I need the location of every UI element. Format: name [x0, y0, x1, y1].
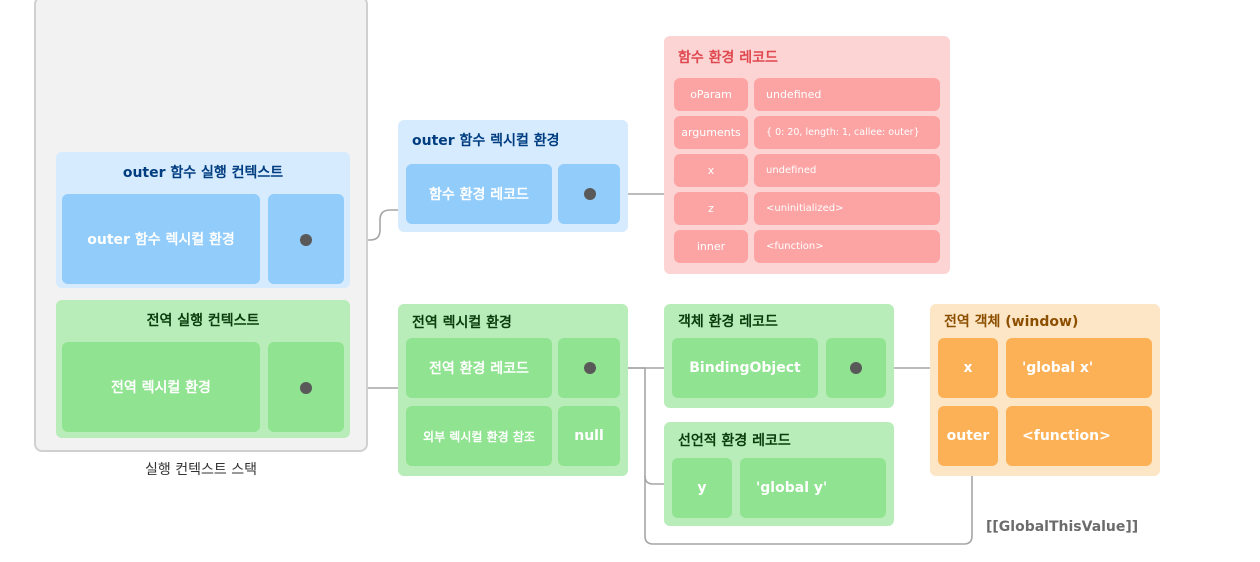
- function-record-key: inner: [674, 230, 748, 263]
- function-record-key: oParam: [674, 78, 748, 111]
- pointer-dot: [300, 382, 312, 394]
- global-lexical-environment-title: 전역 렉시컬 환경: [412, 315, 512, 331]
- declarative-environment-record-title: 선언적 환경 레코드: [678, 433, 791, 449]
- binding-object-slot: BindingObject: [672, 338, 818, 398]
- global-execution-context-title: 전역 실행 컨텍스트: [146, 313, 260, 329]
- pointer-dot: [584, 362, 596, 374]
- outer-execution-context-title: outer 함수 실행 컨텍스트: [122, 165, 284, 181]
- outer-env-reference-value: null: [558, 406, 620, 466]
- pointer-dot: [300, 234, 312, 246]
- function-record-key: x: [674, 154, 748, 187]
- outer-env-reference-slot: 외부 렉시컬 환경 참조: [406, 406, 552, 466]
- global-object-value: <function>: [1006, 406, 1152, 466]
- global-context-lexical-env-slot: 전역 렉시컬 환경: [62, 342, 260, 432]
- global-object-key: outer: [938, 406, 998, 466]
- outer-env-record-slot: 함수 환경 레코드: [406, 164, 552, 224]
- function-record-value: { 0: 20, length: 1, callee: outer}: [754, 116, 940, 149]
- function-record-value: undefined: [754, 154, 940, 187]
- connector-global-this-value: [644, 476, 973, 545]
- outer-lexical-environment-title: outer 함수 렉시컬 환경: [412, 133, 560, 149]
- connector-outer-context-to-outer-env: [306, 209, 400, 241]
- declarative-record-key: y: [672, 458, 732, 518]
- function-record-key: arguments: [674, 116, 748, 149]
- global-object-title: 전역 객체 (window): [944, 314, 1079, 330]
- object-environment-record-title: 객체 환경 레코드: [678, 314, 778, 330]
- pointer-dot: [850, 362, 862, 374]
- function-environment-record-title: 함수 환경 레코드: [678, 50, 778, 66]
- function-record-value: <function>: [754, 230, 940, 263]
- function-record-value: <uninitialized>: [754, 192, 940, 225]
- global-object-value: 'global x': [1006, 338, 1152, 398]
- declarative-record-value: 'global y': [740, 458, 886, 518]
- execution-context-stack-label: 실행 컨텍스트 스택: [145, 462, 257, 478]
- function-record-value: undefined: [754, 78, 940, 111]
- global-this-value-label: [[GlobalThisValue]]: [986, 519, 1139, 535]
- global-env-record-slot: 전역 환경 레코드: [406, 338, 552, 398]
- global-object-key: x: [938, 338, 998, 398]
- outer-context-lexical-env-slot: outer 함수 렉시컬 환경: [62, 194, 260, 284]
- function-record-key: z: [674, 192, 748, 225]
- pointer-dot: [584, 188, 596, 200]
